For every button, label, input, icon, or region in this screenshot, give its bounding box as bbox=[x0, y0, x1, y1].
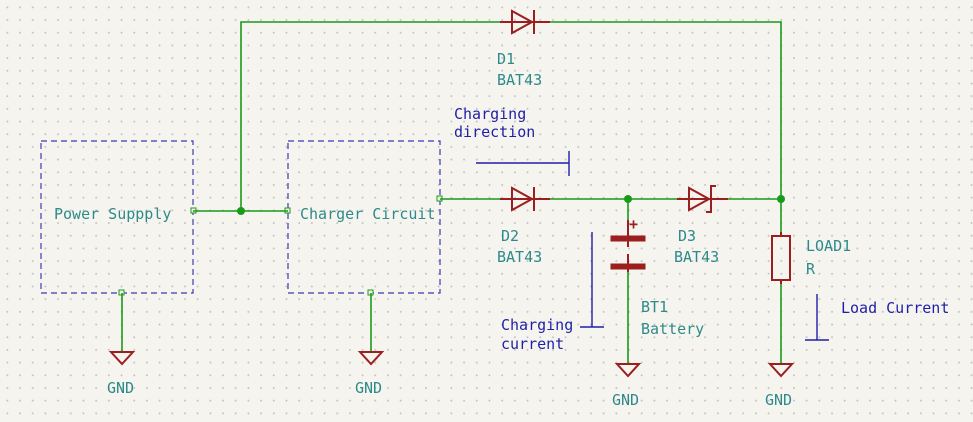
load-resistor[interactable] bbox=[771, 232, 791, 284]
diode-d3[interactable] bbox=[677, 185, 728, 213]
load-reference: LOAD1 bbox=[806, 237, 851, 255]
battery-bt1[interactable] bbox=[610, 220, 646, 272]
charging-direction-note-line1: Charging bbox=[454, 105, 526, 123]
battery-value: Battery bbox=[641, 320, 704, 338]
load-value: R bbox=[806, 260, 816, 278]
d2-reference: D2 bbox=[501, 227, 519, 245]
d3-value: BAT43 bbox=[674, 248, 719, 266]
battery-plus-sign: + bbox=[629, 215, 638, 233]
charging-direction-note-line2: direction bbox=[454, 123, 535, 141]
gnd-symbol-supply bbox=[108, 351, 136, 366]
power-supply-label: Power Suppply bbox=[54, 205, 171, 223]
d1-reference: D1 bbox=[497, 50, 515, 68]
d3-reference: D3 bbox=[678, 227, 696, 245]
load-current-arrow bbox=[805, 294, 829, 341]
wire-d3-load bbox=[728, 198, 782, 232]
gnd-label-battery: GND bbox=[612, 391, 639, 409]
battery-reference: BT1 bbox=[641, 298, 668, 316]
diode-d2[interactable] bbox=[500, 186, 550, 212]
d2-value: BAT43 bbox=[497, 248, 542, 266]
power-supply-block[interactable] bbox=[40, 140, 194, 294]
charger-circuit-label: Charger Circuit bbox=[300, 205, 435, 223]
gnd-label-charger: GND bbox=[355, 379, 382, 397]
wire-bypass-left bbox=[240, 21, 500, 211]
junction-supply bbox=[237, 207, 245, 215]
diode-d1[interactable] bbox=[500, 9, 550, 35]
gnd-symbol-load bbox=[767, 363, 795, 378]
gnd-symbol-charger bbox=[357, 351, 385, 366]
charger-circuit-block[interactable] bbox=[287, 140, 441, 294]
wire-bypass-right bbox=[550, 21, 782, 199]
junction-battery bbox=[624, 195, 632, 203]
wires bbox=[121, 21, 782, 364]
charging-current-note-line2: current bbox=[501, 335, 564, 353]
gnd-label-load: GND bbox=[765, 391, 792, 409]
charging-current-note-line1: Charging bbox=[501, 316, 573, 334]
d1-value: BAT43 bbox=[497, 71, 542, 89]
charging-current-arrow bbox=[580, 232, 604, 328]
gnd-label-supply: GND bbox=[107, 379, 134, 397]
junction-load bbox=[777, 195, 785, 203]
gnd-symbol-battery bbox=[614, 363, 642, 378]
load-current-note: Load Current bbox=[841, 299, 949, 317]
charging-direction-arrow bbox=[476, 151, 570, 176]
